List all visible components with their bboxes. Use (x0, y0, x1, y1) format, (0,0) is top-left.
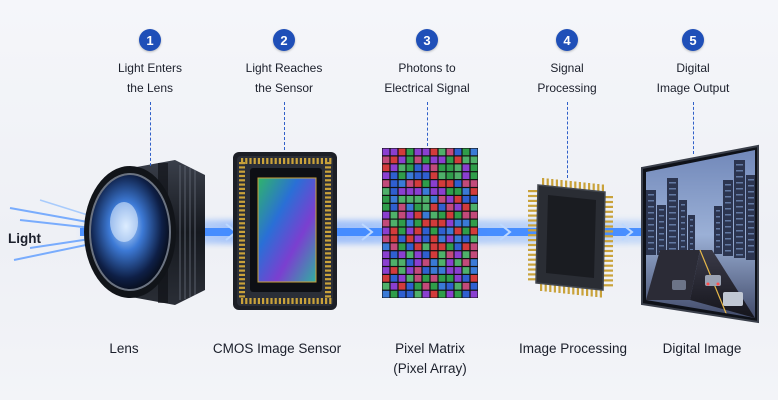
step-connector-3 (427, 102, 428, 146)
step-badge-5: 5 (682, 29, 704, 51)
step-badge-4: 4 (556, 29, 578, 51)
pixel-matrix-illustration (382, 148, 478, 298)
step-caption-2-line-1: Light Reaches (224, 58, 344, 78)
step-badge-1: 1 (139, 29, 161, 51)
step-caption-5-line-2: Image Output (633, 78, 753, 98)
step-caption-5: Digital Image Output (633, 58, 753, 98)
component-label-pixel-matrix-line-1: Pixel Matrix (350, 339, 510, 359)
step-caption-2-line-2: the Sensor (224, 78, 344, 98)
lens-illustration (84, 160, 205, 305)
component-label-pixel-matrix-line-2: (Pixel Array) (350, 359, 510, 379)
step-connector-5 (693, 102, 694, 154)
cmos-sensor-illustration (233, 152, 337, 310)
step-caption-3-line-1: Photons to (367, 58, 487, 78)
step-connector-2 (284, 102, 285, 150)
step-connector-4 (567, 102, 568, 178)
component-label-pixel-matrix: Pixel Matrix (Pixel Array) (350, 339, 510, 379)
step-caption-1-line-1: Light Enters (90, 58, 210, 78)
step-caption-1-line-2: the Lens (90, 78, 210, 98)
step-caption-1: Light Enters the Lens (90, 58, 210, 98)
step-caption-5-line-1: Digital (633, 58, 753, 78)
step-caption-2: Light Reaches the Sensor (224, 58, 344, 98)
step-caption-4-line-2: Processing (507, 78, 627, 98)
component-label-lens-line-1: Lens (44, 339, 204, 359)
step-caption-4-line-1: Signal (507, 58, 627, 78)
step-caption-4: Signal Processing (507, 58, 627, 98)
step-badge-2: 2 (273, 29, 295, 51)
digital-image-screen (640, 145, 760, 325)
component-label-lens: Lens (44, 339, 204, 359)
component-label-cmos-sensor: CMOS Image Sensor (197, 339, 357, 359)
component-label-cmos-sensor-line-1: CMOS Image Sensor (197, 339, 357, 359)
light-label: Light (8, 231, 41, 246)
step-caption-3-line-2: Electrical Signal (367, 78, 487, 98)
component-label-digital-image-line-1: Digital Image (622, 339, 778, 359)
step-connector-1 (150, 102, 151, 166)
step-caption-3: Photons to Electrical Signal (367, 58, 487, 98)
component-label-digital-image: Digital Image (622, 339, 778, 359)
processor-chip-illustration (528, 178, 613, 298)
step-badge-3: 3 (416, 29, 438, 51)
